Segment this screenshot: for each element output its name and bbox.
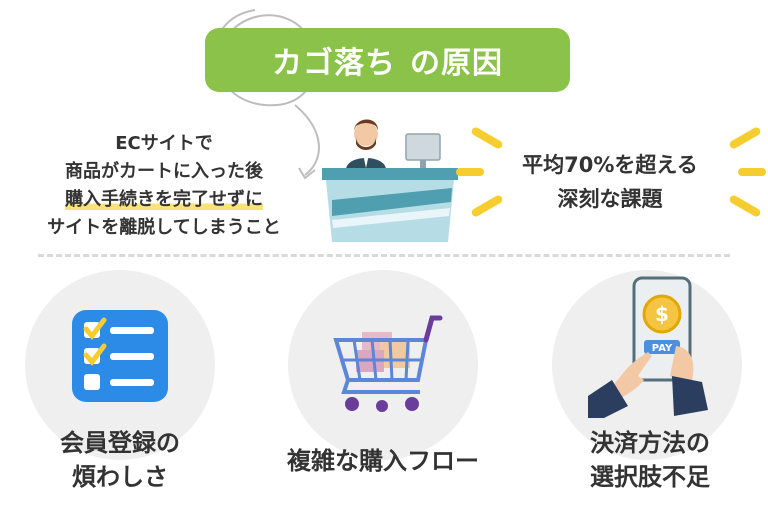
definition-text: ECサイトで 商品がカートに入った後 購入手続きを完了せずに サイトを離脱してし… bbox=[4, 130, 324, 242]
shopping-cart-icon bbox=[333, 315, 443, 412]
coin-symbol: $ bbox=[655, 302, 669, 326]
monitor-icon bbox=[405, 133, 441, 161]
title-sub: の原因 bbox=[410, 46, 503, 81]
issue-callout: 平均70%を超える 深刻な課題 bbox=[480, 148, 740, 216]
cause-label-line: 煩わしさ bbox=[72, 463, 168, 491]
cause-label: 決済方法の 選択肢不足 bbox=[545, 426, 755, 494]
cause-label: 複雑な購入フロー bbox=[258, 444, 508, 478]
pay-button-label: PAY bbox=[652, 343, 673, 354]
definition-highlight: 購入手続きを完了せずに bbox=[65, 189, 263, 210]
burst-line bbox=[728, 126, 762, 150]
clerk-head bbox=[354, 122, 378, 146]
checkout-counter-illustration bbox=[322, 119, 458, 242]
page-title: カゴ落ち の原因 bbox=[205, 28, 570, 92]
cause-label-line: 会員登録の bbox=[60, 429, 180, 457]
pay-button bbox=[644, 340, 680, 354]
cause-label-line: 決済方法の bbox=[590, 429, 710, 457]
definition-line: 購入手続きを完了せずに bbox=[4, 186, 324, 214]
burst-line bbox=[470, 126, 504, 150]
definition-line: ECサイトで bbox=[115, 133, 213, 154]
definition-line: サイトを離脱してしまうこと bbox=[47, 217, 281, 238]
definition-line: 商品がカートに入った後 bbox=[65, 161, 263, 182]
burst-line bbox=[738, 168, 766, 176]
title-main: カゴ落ち bbox=[272, 46, 396, 81]
smartphone-payment-icon: $ PAY bbox=[588, 276, 708, 418]
burst-line bbox=[456, 168, 484, 176]
cause-label: 会員登録の 煩わしさ bbox=[20, 426, 220, 494]
checklist-icon bbox=[72, 310, 168, 402]
issue-line: 深刻な課題 bbox=[557, 187, 663, 211]
coin-icon bbox=[642, 294, 682, 334]
issue-line: 平均70%を超える bbox=[522, 153, 698, 177]
cause-label-line: 選択肢不足 bbox=[590, 463, 710, 491]
cause-label-line: 複雑な購入フロー bbox=[287, 447, 479, 475]
section-divider bbox=[38, 254, 730, 257]
